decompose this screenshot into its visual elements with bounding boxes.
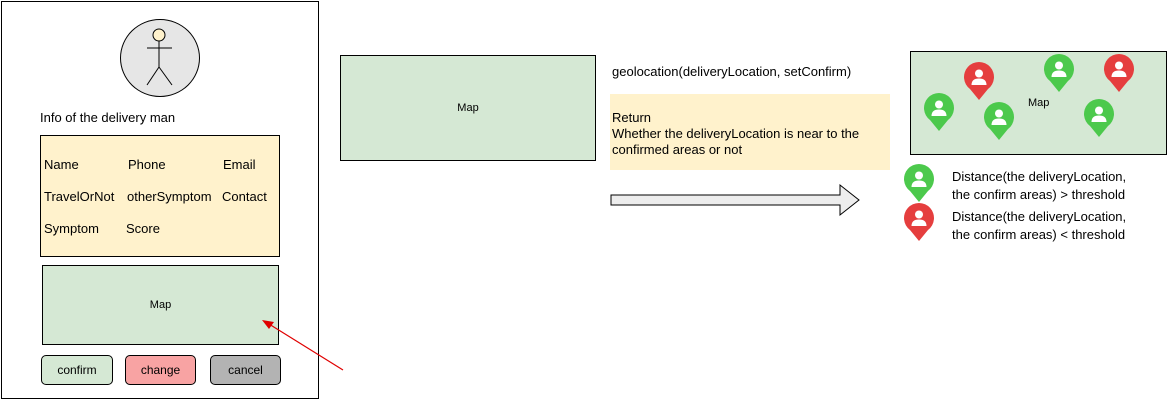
confirm-button[interactable]: confirm xyxy=(41,355,113,385)
field-other-symptom: otherSymptom xyxy=(127,189,212,204)
return-line-2: confirmed areas or not xyxy=(612,142,743,157)
green-location-pin-icon xyxy=(1044,54,1074,92)
legend-green-line-2: the confirm areas) > threshold xyxy=(952,187,1126,202)
stick-figure-icon xyxy=(146,28,173,86)
field-phone: Phone xyxy=(128,157,166,172)
red-arrow xyxy=(262,320,344,371)
avatar xyxy=(120,19,200,97)
legend-red-line-1: Distance(the deliveryLocation, xyxy=(952,209,1127,224)
red-location-pin-icon xyxy=(964,62,994,100)
green-location-pin-icon xyxy=(984,102,1014,140)
field-score: Score xyxy=(126,221,160,236)
legend-green-pin-icon xyxy=(904,164,934,202)
result-arrow xyxy=(610,183,860,217)
return-box: Return Whether the deliveryLocation is n… xyxy=(610,94,890,170)
legend-red-line-2: the confirm areas) < threshold xyxy=(952,227,1126,242)
cancel-button[interactable]: cancel xyxy=(210,355,281,385)
return-line-1: Whether the deliveryLocation is near to … xyxy=(612,126,860,141)
info-title: Info of the delivery man xyxy=(40,110,176,125)
field-email: Email xyxy=(223,157,256,172)
green-location-pin-icon xyxy=(924,93,954,131)
legend-red-text: Distance(the deliveryLocation, the confi… xyxy=(952,208,1126,244)
middle-map: Map xyxy=(340,55,596,161)
green-location-pin-icon xyxy=(1084,99,1114,137)
legend-green-line-1: Distance(the deliveryLocation, xyxy=(952,169,1127,184)
left-map[interactable]: Map xyxy=(42,265,279,345)
red-location-pin-icon xyxy=(1104,54,1134,92)
function-call: geolocation(deliveryLocation, setConfirm… xyxy=(612,64,852,79)
field-name: Name xyxy=(44,157,79,172)
legend-red-pin-icon xyxy=(904,203,934,241)
change-button[interactable]: change xyxy=(125,355,196,385)
legend-green-text: Distance(the deliveryLocation, the confi… xyxy=(952,168,1126,204)
return-title: Return xyxy=(612,110,652,125)
info-box: Name Phone Email TravelOrNot otherSympto… xyxy=(40,135,280,257)
field-travel: TravelOrNot xyxy=(44,189,115,204)
middle-map-label: Map xyxy=(457,102,479,114)
field-contact: Contact xyxy=(222,189,267,204)
field-symptom: Symptom xyxy=(44,221,99,236)
right-map-label: Map xyxy=(1028,97,1050,109)
left-map-label: Map xyxy=(149,299,172,311)
